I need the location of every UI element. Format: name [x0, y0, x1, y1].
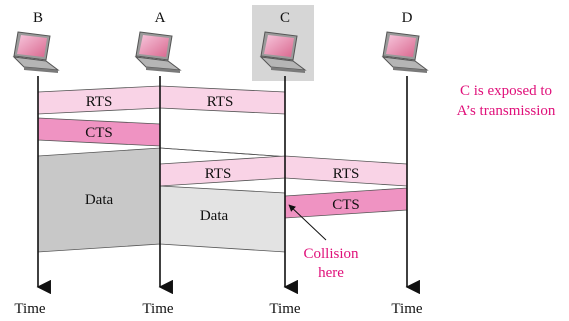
collision-annotation-line1: Collision — [303, 246, 359, 262]
rts-label: RTS — [333, 166, 360, 182]
laptop-icon — [259, 31, 307, 73]
time-label: Time — [142, 301, 173, 317]
laptop-icon — [134, 31, 182, 73]
collision-arrow — [288, 204, 327, 241]
node-label-d: D — [402, 10, 413, 26]
rts-label: RTS — [207, 94, 234, 110]
rts-label: RTS — [205, 166, 232, 182]
cts-label: CTS — [332, 197, 360, 213]
node-label-b: B — [33, 10, 43, 26]
exposed-annotation-line1: C is exposed to — [460, 83, 552, 99]
exposed-annotation-line2: A’s transmission — [457, 103, 556, 119]
collision-annotation-line2: here — [318, 265, 344, 281]
node-label-a: A — [155, 10, 166, 26]
time-label: Time — [391, 301, 422, 317]
cts-label: CTS — [85, 125, 113, 141]
node-label-c: C — [280, 10, 290, 26]
rts-label: RTS — [86, 94, 113, 110]
data-label-b: Data — [85, 192, 114, 208]
laptop-icon — [381, 31, 429, 73]
time-label: Time — [269, 301, 300, 317]
time-label: Time — [14, 301, 45, 317]
data-label-a: Data — [200, 208, 229, 224]
laptop-icon — [12, 31, 60, 73]
